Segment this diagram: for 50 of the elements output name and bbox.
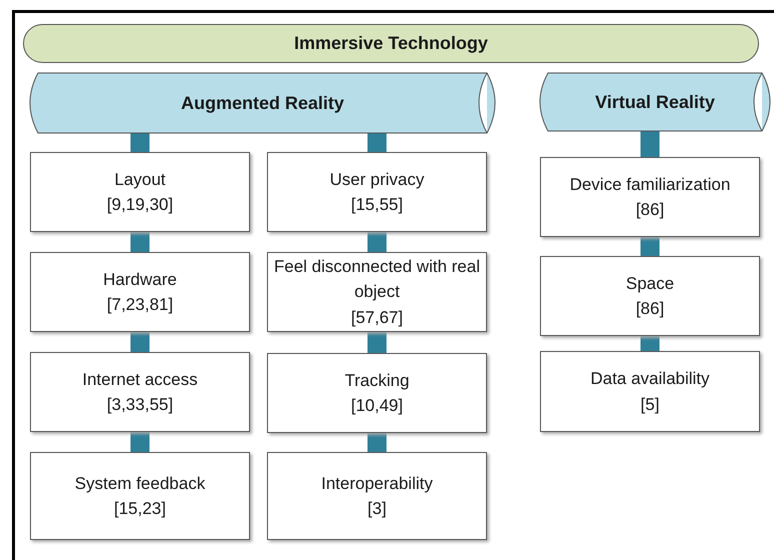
connector-bar [368, 232, 386, 252]
connector-bar [130, 332, 150, 352]
topic-box [30, 252, 250, 332]
connector-bar [368, 433, 386, 452]
connector-bar [640, 131, 660, 157]
reference-list: [57,67] [351, 304, 403, 330]
reference-list: [3] [368, 496, 386, 522]
reference-list: [7,23,81] [106, 292, 174, 318]
connector-bar [130, 432, 150, 452]
topic-label: Layout [114, 168, 166, 190]
reference-list: [86] [636, 296, 664, 322]
connector-bar [368, 332, 386, 353]
reference-list: [86] [636, 197, 664, 222]
reference-list: [5] [640, 392, 660, 417]
topic-box [267, 252, 487, 332]
connector-bar [130, 232, 150, 252]
category-banner [23, 24, 759, 63]
topic-box [267, 452, 487, 540]
heading: Immersive Technology [294, 32, 488, 55]
connector-bar [130, 133, 150, 152]
topic-label: Space [626, 272, 674, 294]
topic-label: Interoperability [321, 472, 433, 494]
heading: Virtual Reality [595, 90, 715, 114]
topic-box [30, 152, 250, 232]
topic-label: Feel disconnected with real object [272, 256, 481, 304]
topic-label: User privacy [330, 168, 424, 190]
topic-label: Tracking [344, 370, 410, 392]
topic-box [30, 352, 250, 432]
topic-box [540, 351, 760, 432]
connector-bar [640, 336, 660, 351]
topic-box [30, 452, 250, 540]
topic-box [540, 157, 760, 237]
connector-bar [368, 133, 386, 152]
reference-list: [15,23] [114, 496, 166, 522]
topic-label: Internet access [82, 368, 198, 390]
reference-list: [15,55] [351, 192, 403, 218]
topic-label: System feedback [74, 472, 206, 494]
heading: Augmented Reality [180, 92, 344, 115]
cylinder-shape [540, 73, 770, 131]
topic-label: Hardware [103, 268, 177, 290]
reference-list: [9,19,30] [106, 192, 174, 218]
topic-box [267, 152, 487, 232]
reference-list: [3,33,55] [106, 392, 174, 418]
cylinder-shape [30, 73, 495, 133]
topic-box [540, 256, 760, 336]
connector-bar [640, 237, 660, 256]
reference-list: [10,49] [351, 393, 403, 418]
topic-label: Data availability [590, 368, 710, 390]
topic-label: Device familiarization [570, 174, 730, 196]
topic-box [267, 353, 487, 433]
